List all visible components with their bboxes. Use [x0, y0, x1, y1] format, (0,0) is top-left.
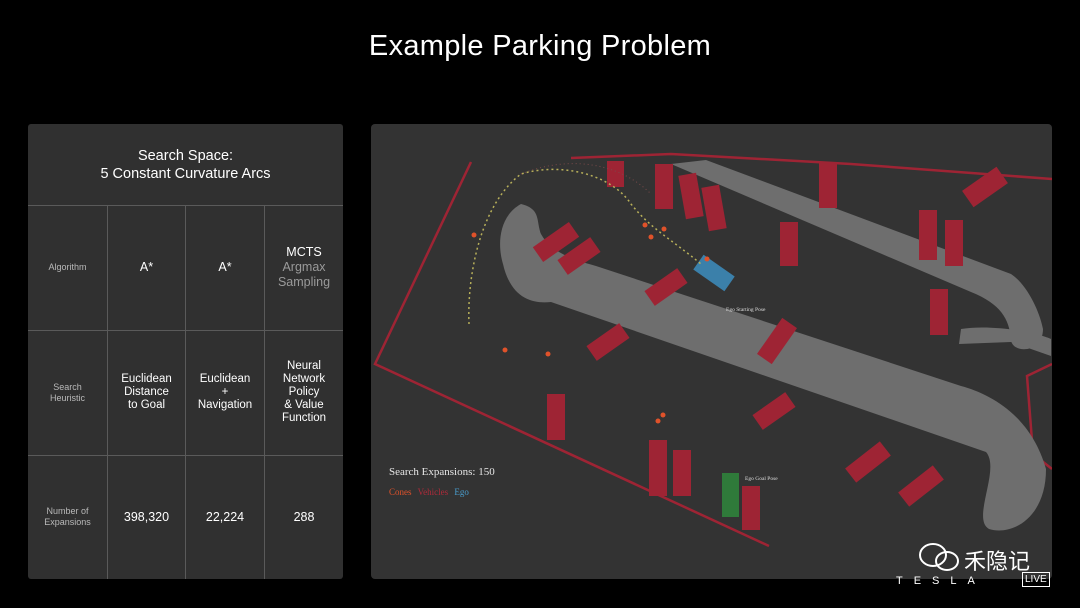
cell-text: 22,224: [205, 509, 245, 524]
table-header-line2: 5 Constant Curvature Arcs: [100, 165, 271, 182]
cell-heuristic-1: Euclidean Distance to Goal: [108, 330, 185, 455]
cell-heuristic-3: Neural Network Policy & Value Function: [265, 330, 343, 455]
cell-text: & Value: [284, 399, 324, 411]
cones: [471, 222, 710, 424]
cell-expansions-1: 398,320: [108, 455, 185, 579]
ego-goal-pose: [722, 473, 739, 517]
tesla-logo: TESLA: [896, 575, 986, 587]
table-header-line1: Search Space:: [137, 147, 234, 164]
legend-ego: Ego: [454, 487, 469, 497]
cell-text: Argmax: [282, 260, 326, 274]
row-label-text: Expansions: [44, 517, 91, 527]
ego-goal-label: Ego Goal Pose: [745, 476, 778, 482]
cell-text: Euclidean: [199, 373, 251, 385]
row-label-text: Number of: [46, 506, 89, 516]
islands: [500, 160, 1051, 531]
cell-text: Sampling: [277, 275, 331, 289]
cell-text: Navigation: [197, 399, 253, 411]
map-legend: Cones Vehicles Ego: [389, 487, 473, 497]
row-label-expansions: Number of Expansions: [28, 455, 107, 579]
cell-expansions-3: 288: [265, 455, 343, 579]
cell-text: 288: [293, 509, 315, 524]
divider: [264, 205, 265, 579]
cell-text: Euclidean: [121, 373, 172, 385]
cell-text: Distance: [124, 386, 169, 398]
cell-text: A*: [218, 260, 232, 274]
cell-algorithm-2: A*: [186, 205, 264, 330]
cell-text: MCTS: [286, 245, 322, 259]
vehicles: [532, 161, 1008, 530]
cell-text: to Goal: [127, 399, 166, 411]
cell-text: 398,320: [123, 509, 170, 524]
cell-text: Function: [281, 412, 327, 424]
legend-vehicles: Vehicles: [417, 487, 449, 497]
page-title: Example Parking Problem: [368, 30, 712, 62]
search-path: [468, 168, 702, 325]
cell-algorithm-3: MCTS Argmax Sampling: [265, 205, 343, 330]
ego-start-label: Ego Starting Pose: [726, 307, 766, 313]
live-badge: LIVE: [1022, 572, 1050, 587]
cell-text: A*: [139, 260, 154, 274]
parking-map-canvas: [373, 152, 1052, 548]
row-label-heuristic: Search Heuristic: [28, 330, 107, 455]
wechat-icon: [919, 543, 959, 571]
cell-text: Neural: [287, 360, 321, 372]
row-label-text: Heuristic: [49, 392, 85, 403]
parking-map: Ego Starting Pose Ego Goal Pose Search E…: [371, 124, 1052, 579]
search-expansions: [520, 163, 652, 195]
divider: [107, 205, 108, 579]
row-label-algorithm: Algorithm: [28, 205, 107, 330]
ego-start-pose: [693, 254, 735, 292]
cell-expansions-2: 22,224: [186, 455, 264, 579]
cell-text: Policy: [288, 386, 320, 398]
cell-algorithm-1: A*: [108, 205, 185, 330]
cell-heuristic-2: Euclidean + Navigation: [186, 330, 264, 455]
cell-text: Network: [282, 373, 326, 385]
table-header: Search Space: 5 Constant Curvature Arcs: [28, 124, 343, 205]
comparison-table: Search Space: 5 Constant Curvature Arcs …: [28, 124, 343, 579]
row-label-text: Search: [53, 381, 82, 392]
watermark-text: 禾隐记: [964, 549, 1031, 574]
cell-text: +: [221, 386, 229, 398]
search-expansions-text: Search Expansions: 150: [389, 466, 495, 478]
divider: [185, 205, 186, 579]
row-label-text: Algorithm: [48, 262, 87, 272]
legend-cones: Cones: [389, 487, 412, 497]
